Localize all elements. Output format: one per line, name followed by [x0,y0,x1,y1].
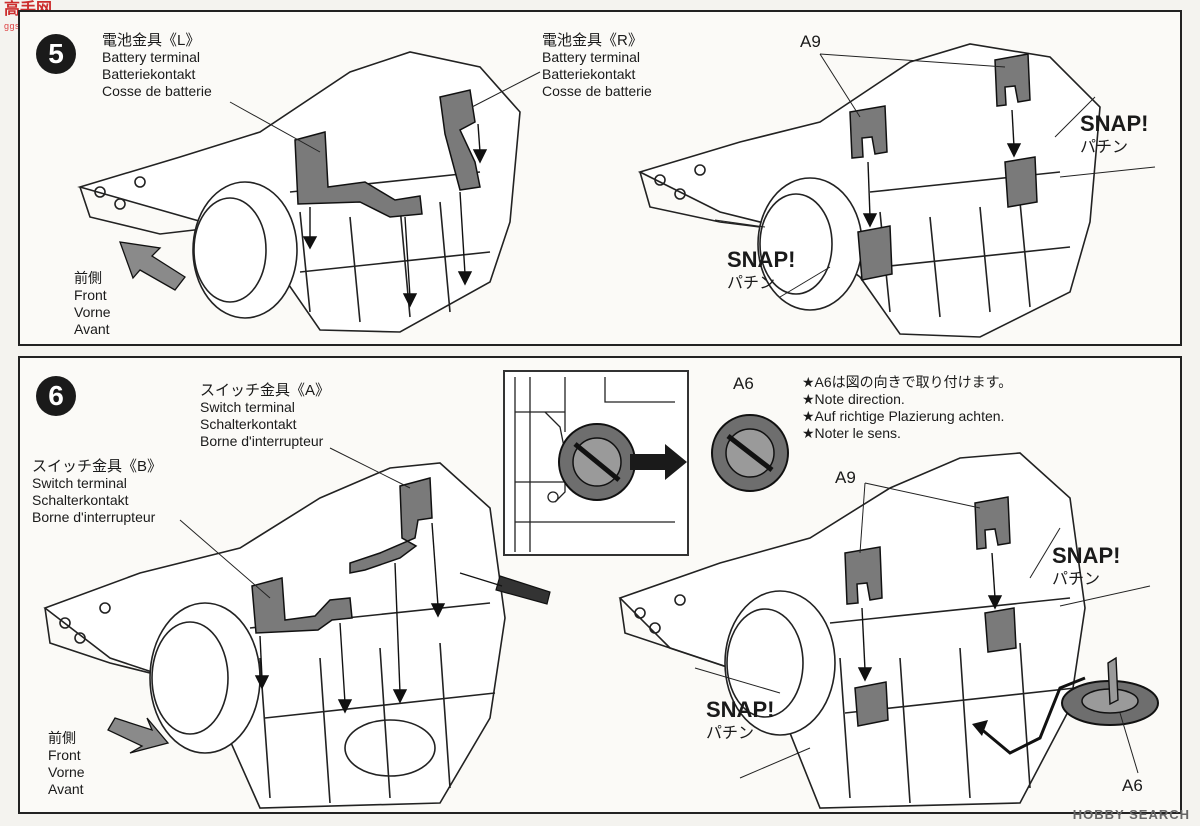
label-fr: Cosse de batterie [542,83,652,99]
note-en: ★Note direction. [802,391,905,407]
note-de: ★Auf richtige Plazierung achten. [802,408,1005,424]
hobby-search-watermark: HOBBY SEARCH [1072,807,1190,822]
step-6-illustration [43,414,1159,809]
label-jp: スイッチ金具《B》 [32,458,163,475]
snap-text: SNAP! [1052,543,1121,568]
snap-text: SNAP! [706,697,775,722]
label-en: Switch terminal [200,399,295,415]
label-en: Switch terminal [32,475,127,491]
front-fr: Avant [74,321,110,337]
front-de: Vorne [48,764,85,780]
part-a6-label-top: A6 [733,374,754,393]
a6-orientation-inset [503,370,689,556]
part-a6-label-bottom: A6 [1122,776,1143,795]
battery-terminal-r-label: 電池金具《R》 Battery terminal Batteriekontakt… [542,32,652,100]
front-en: Front [48,747,81,763]
note-jp: ★A6は図の向きで取り付けます。 [802,374,1013,390]
front-fr: Avant [48,781,84,797]
step-6-panel: 6 [18,356,1182,814]
inset-drawing [514,377,687,552]
label-jp: スイッチ金具《A》 [200,382,331,399]
label-fr: Borne d'interrupteur [200,433,324,449]
part-a9-label: A9 [835,468,856,487]
front-direction-label: 前側 Front Vorne Avant [48,730,85,798]
label-de: Batteriekontakt [102,66,196,82]
label-de: Schalterkontakt [200,416,297,432]
step-number: 5 [36,34,76,74]
snap-text: SNAP! [727,247,796,272]
front-de: Vorne [74,304,111,320]
battery-terminal-l-label: 電池金具《L》 Battery terminal Batteriekontakt… [102,32,212,100]
step-number: 6 [36,376,76,416]
label-jp: 電池金具《R》 [542,32,643,49]
front-direction-label: 前側 Front Vorne Avant [74,270,111,338]
snap-jp: パチン [727,275,776,292]
label-de: Batteriekontakt [542,66,636,82]
snap-label-right: SNAP! パチン [1052,544,1120,592]
snap-jp: パチン [706,725,755,742]
switch-terminal-a-label: スイッチ金具《A》 Switch terminal Schalterkontak… [200,382,330,450]
step-5-illustration [77,43,1156,338]
switch-terminal-b-label: スイッチ金具《B》 Switch terminal Schalterkontak… [32,458,162,526]
label-de: Schalterkontakt [32,492,129,508]
snap-jp: パチン [1080,139,1129,156]
label-en: Battery terminal [542,49,641,65]
orientation-note: ★A6は図の向きで取り付けます。 ★Note direction. ★Auf r… [802,374,1012,442]
note-fr: ★Noter le sens. [802,425,901,441]
snap-text: SNAP! [1080,111,1149,136]
snap-label-right: SNAP! パチン [1080,112,1148,160]
snap-label-left: SNAP! パチン [706,698,774,746]
step-5-panel: 5 [18,10,1182,346]
label-fr: Borne d'interrupteur [32,509,156,525]
front-jp: 前側 [48,730,76,746]
front-en: Front [74,287,107,303]
label-fr: Cosse de batterie [102,83,212,99]
label-jp: 電池金具《L》 [102,32,201,49]
part-a9-label: A9 [800,32,821,51]
snap-label-left: SNAP! パチン [727,248,795,296]
label-en: Battery terminal [102,49,201,65]
snap-jp: パチン [1052,571,1101,588]
front-jp: 前側 [74,270,102,286]
